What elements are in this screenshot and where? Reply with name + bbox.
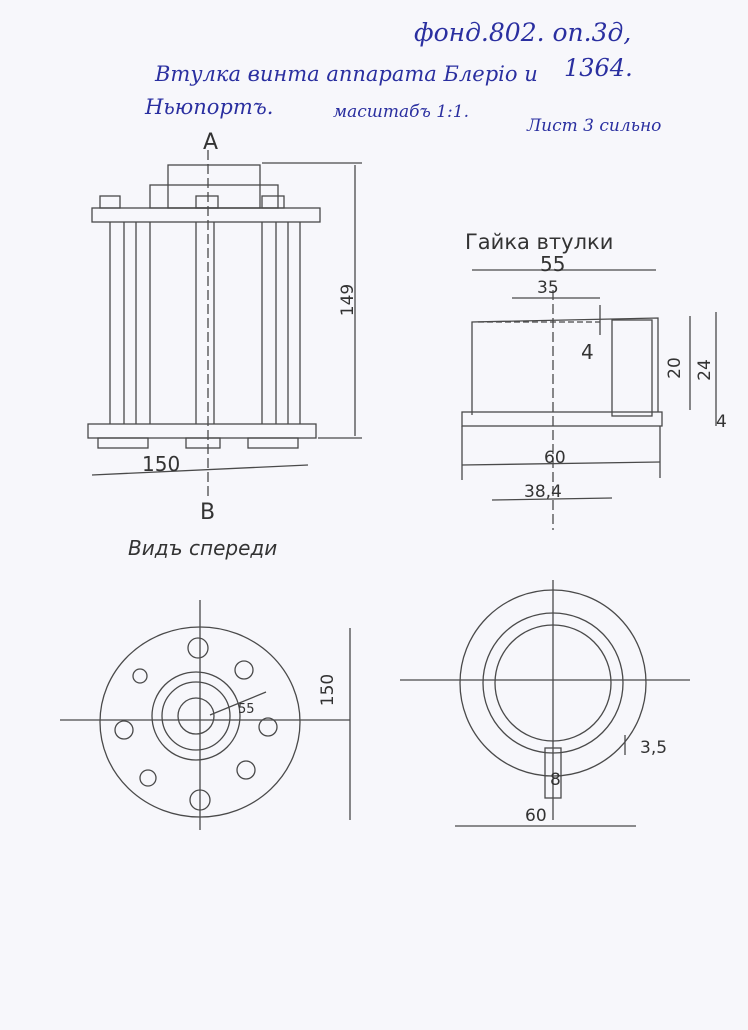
dim-width-150: 150 <box>142 452 181 476</box>
archive-reference: фонд.802. оп.3д, <box>414 18 632 47</box>
dim-8: 8 <box>550 770 561 790</box>
dim-38-4: 38,4 <box>524 482 562 502</box>
drawing-title-2: Ньюпортъ. <box>145 95 274 119</box>
view-label-b: B <box>200 500 216 525</box>
dim-front-150: 150 <box>318 673 339 707</box>
front-view-caption: Видъ спереди <box>128 536 278 560</box>
hub-front-view <box>60 600 351 830</box>
archive-number: 1364. <box>564 54 633 82</box>
nut-front-view <box>400 580 690 827</box>
dim-24: 24 <box>694 359 715 381</box>
dim-4-depth: 4 <box>581 340 594 364</box>
nut-section-view <box>461 269 717 530</box>
scale-note: масштабъ 1:1. <box>333 102 469 122</box>
drawing-title: Втулка винта аппарата Блеріо и <box>155 62 538 86</box>
dim-nut-60: 60 <box>525 806 547 826</box>
dim-3-5: 3,5 <box>640 738 668 758</box>
dim-height-149: 149 <box>338 283 359 317</box>
dim-4-flange: 4 <box>716 412 727 432</box>
dim-55: 55 <box>540 252 566 276</box>
view-label-a: A <box>203 130 219 155</box>
hub-side-view <box>87 150 362 500</box>
dim-radius-55: 55 <box>238 702 255 717</box>
dim-20: 20 <box>664 357 685 379</box>
dim-35: 35 <box>537 278 559 298</box>
sheet-note: Лист 3 сильно <box>527 116 662 136</box>
nut-title: Гайка втулки <box>465 230 614 254</box>
dim-60: 60 <box>544 448 566 468</box>
